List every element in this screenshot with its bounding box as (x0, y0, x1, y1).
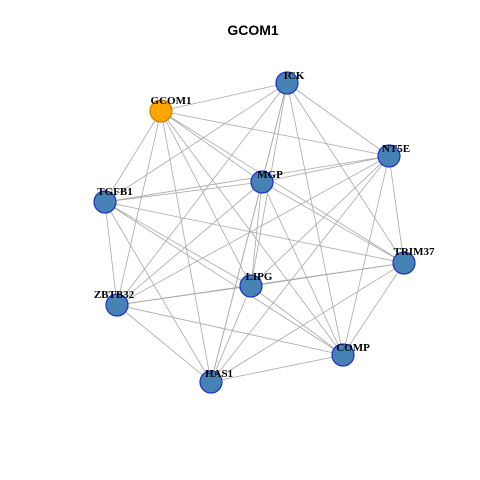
node-mgp[interactable] (250, 170, 274, 194)
edge-nt5e-has1 (210, 155, 390, 383)
edge-ick-trim37 (286, 82, 405, 264)
node-tgfb1[interactable] (93, 190, 117, 214)
edge-gcom1-ick (160, 82, 288, 112)
edge-mgp-lipg (250, 181, 263, 287)
edge-tgfb1-trim37 (104, 201, 405, 264)
edges-layer (104, 82, 405, 383)
node-label-mgp: MGP (257, 169, 283, 181)
edge-gcom1-comp (160, 110, 344, 356)
edge-nt5e-lipg (250, 155, 390, 287)
node-label-ick: ICK (284, 70, 305, 82)
node-label-zbtb32: ZBTB32 (94, 289, 135, 301)
graph-title: GCOM1 (227, 22, 279, 38)
node-zbtb32[interactable] (105, 293, 129, 317)
edge-nt5e-zbtb32 (116, 155, 390, 306)
edge-mgp-tgfb1 (104, 181, 263, 203)
node-label-has1: HAS1 (205, 368, 233, 380)
node-comp[interactable] (331, 343, 355, 367)
edge-gcom1-zbtb32 (116, 110, 162, 306)
edge-tgfb1-has1 (104, 201, 212, 383)
edge-ick-tgfb1 (104, 82, 288, 203)
node-label-nt5e: NT5E (382, 143, 410, 155)
edge-mgp-trim37 (261, 181, 405, 264)
edge-lipg-zbtb32 (116, 285, 252, 306)
edge-gcom1-lipg (160, 110, 252, 287)
node-label-trim37: TRIM37 (394, 246, 435, 258)
node-label-gcom1: GCOM1 (151, 95, 192, 107)
edge-tgfb1-comp (104, 201, 344, 356)
edge-trim37-has1 (210, 262, 405, 383)
node-lipg[interactable] (239, 274, 263, 298)
edge-ick-comp (286, 82, 344, 356)
node-nt5e[interactable] (377, 144, 401, 168)
edge-nt5e-tgfb1 (104, 155, 390, 203)
edge-mgp-zbtb32 (116, 181, 263, 306)
edge-nt5e-trim37 (388, 155, 405, 264)
node-ick[interactable] (275, 71, 299, 95)
edge-ick-zbtb32 (116, 82, 288, 306)
edge-mgp-has1 (210, 181, 263, 383)
edge-lipg-comp (250, 285, 344, 356)
edge-comp-has1 (210, 354, 344, 383)
node-trim37[interactable] (392, 251, 416, 275)
edge-zbtb32-has1 (116, 304, 212, 383)
node-label-comp: COMP (336, 342, 370, 354)
node-label-lipg: LIPG (246, 271, 273, 283)
edge-nt5e-mgp (261, 155, 390, 183)
edge-mgp-comp (261, 181, 344, 356)
edge-gcom1-nt5e (160, 110, 390, 157)
edge-lipg-has1 (210, 285, 252, 383)
edge-gcom1-tgfb1 (104, 110, 162, 203)
node-label-tgfb1: TGFB1 (97, 186, 132, 198)
edge-gcom1-trim37 (160, 110, 405, 264)
edge-trim37-comp (342, 262, 405, 356)
node-has1[interactable] (199, 370, 223, 394)
nodes-layer (93, 71, 416, 394)
edge-tgfb1-zbtb32 (104, 201, 118, 306)
edge-ick-nt5e (286, 82, 390, 157)
edge-tgfb1-lipg (104, 201, 252, 287)
edge-zbtb32-comp (116, 304, 344, 356)
edge-gcom1-mgp (160, 110, 263, 183)
node-gcom1[interactable] (149, 99, 173, 123)
